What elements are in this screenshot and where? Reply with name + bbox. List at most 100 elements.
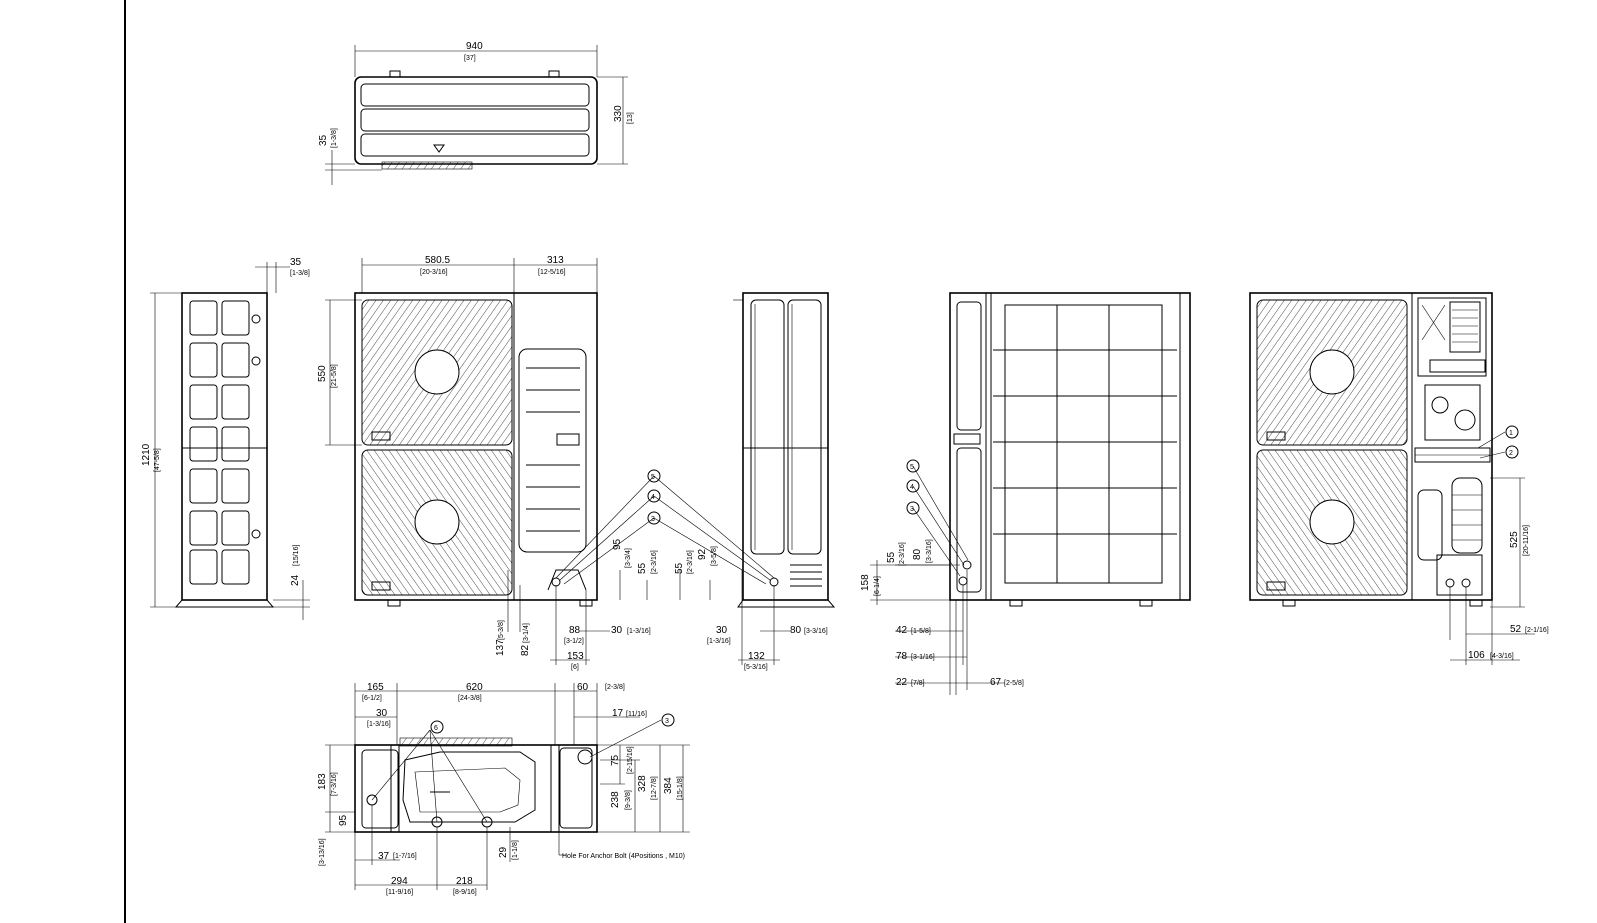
dim-55-rear-in: [2-3/16]: [899, 542, 906, 566]
dim-620-in: [24-3/8]: [458, 695, 482, 702]
dim-330-in: [13]: [627, 112, 634, 124]
dim-78: 78: [896, 651, 908, 662]
dim-218-in: [8-9/16]: [453, 889, 477, 896]
dim-42: 42: [896, 625, 908, 636]
callout-2: 2: [1509, 450, 1513, 457]
callout-leaders-mid: [555, 469, 775, 585]
callout-3-base: 3: [665, 718, 669, 725]
dim-30-mid-in: [1-3/16]: [707, 638, 731, 645]
dim-67: 67: [990, 677, 1002, 688]
top-view: [325, 45, 628, 185]
dim-52-in: [2-1/16]: [1525, 627, 1549, 634]
dim-29: 29: [498, 846, 509, 858]
dim-384-in: [15-1/8]: [677, 776, 684, 800]
dim-550-in: [21-5/8]: [331, 364, 338, 388]
service-view: [1249, 292, 1535, 665]
dim-294: 294: [391, 876, 408, 887]
dim-106: 106: [1468, 650, 1485, 661]
dim-35-side-in: [1-3/8]: [290, 270, 310, 277]
dim-35-side: 35: [290, 257, 302, 268]
dim-55-front-in: [2-3/16]: [651, 550, 658, 574]
dim-95-base-in: [3-13/16]: [319, 838, 326, 866]
rear-view: [870, 292, 1191, 695]
callout-4-rear: 4: [910, 484, 914, 491]
dim-525: 525: [1509, 531, 1520, 548]
dim-95-front-in: [3-3/4]: [625, 548, 632, 568]
dim-80-mid-in: [3-3/16]: [804, 628, 828, 635]
front-view: [325, 258, 648, 665]
dim-80-rear-in: [3-3/16]: [926, 539, 933, 563]
dim-153: 153: [567, 651, 584, 662]
dim-30-base: 30: [376, 708, 388, 719]
dim-95-front: 95: [612, 538, 623, 550]
dim-75: 75: [610, 754, 621, 766]
dim-137-in: [5-3/8]: [498, 620, 505, 640]
dim-384: 384: [663, 777, 674, 794]
dim-330: 330: [613, 105, 624, 122]
dim-55-rear: 55: [886, 551, 897, 563]
base-view: [325, 683, 690, 890]
dim-328-in: [12-7/8]: [651, 776, 658, 800]
dim-92-in: [3-5/8]: [711, 546, 718, 566]
dim-158-in: [6-1/4]: [874, 576, 881, 596]
dim-1210-in: [47-5/8]: [154, 448, 161, 472]
dim-29-in: [1-1/8]: [512, 840, 519, 860]
dim-22: 22: [896, 677, 908, 688]
dim-75-in: [2-15/16]: [627, 746, 634, 774]
dim-24-in: [15/16]: [293, 545, 300, 566]
dim-80-rear: 80: [912, 548, 923, 560]
callout-3-rear: 3: [910, 506, 914, 513]
dim-218: 218: [456, 876, 473, 887]
dim-165-in: [6-1/2]: [362, 695, 382, 702]
dim-37: 37: [378, 851, 390, 862]
dim-95-base: 95: [338, 814, 349, 826]
dim-92: 92: [697, 548, 708, 560]
dim-183-in: [7-3/16]: [331, 772, 338, 796]
anchor-bolt-note: Hole For Anchor Bolt (4Positions , M10): [562, 853, 685, 860]
dim-183: 183: [317, 773, 328, 790]
callout-4-mid: 4: [651, 494, 655, 501]
dim-153-in: [6]: [571, 664, 579, 671]
callout-6: 6: [434, 725, 438, 732]
dim-165: 165: [367, 682, 384, 693]
dim-17-in: [11/16]: [626, 711, 647, 718]
dim-55-mid: 55: [674, 562, 685, 574]
dim-580-5-in: [20-3/16]: [420, 269, 448, 276]
dim-22-in: [7/8]: [911, 680, 925, 687]
dim-158: 158: [860, 574, 871, 591]
dim-132: 132: [748, 651, 765, 662]
dim-35-top-in: [1-3/8]: [331, 128, 338, 148]
dim-137: 137: [495, 639, 506, 656]
dim-42-in: [1-5/8]: [911, 628, 931, 635]
dim-328: 328: [637, 775, 648, 792]
dim-106-in: [4-3/16]: [1490, 653, 1514, 660]
dim-30-front: 30: [611, 625, 623, 636]
dim-30-base-in: [1-3/16]: [367, 721, 391, 728]
dim-620: 620: [466, 682, 483, 693]
mid-side-view: [679, 292, 836, 665]
dim-313: 313: [547, 255, 564, 266]
dim-940: 940: [466, 41, 483, 52]
callout-5-rear: 5: [910, 464, 914, 471]
dim-24: 24: [290, 574, 301, 586]
callout-1: 1: [1509, 430, 1513, 437]
dim-550: 550: [317, 365, 328, 382]
left-side-view: [150, 262, 310, 620]
dim-238: 238: [610, 791, 621, 808]
dim-67-in: [2-5/8]: [1004, 680, 1024, 687]
dim-88-in: [3-1/2]: [564, 638, 584, 645]
callout-3-mid: 3: [651, 516, 655, 523]
dim-1210: 1210: [141, 443, 152, 466]
dim-30-front-in: [1-3/16]: [627, 628, 651, 635]
dim-525-in: [20-11/16]: [1523, 525, 1530, 556]
dim-30-mid: 30: [716, 625, 728, 636]
dim-17: 17: [612, 708, 624, 719]
dim-78-in: [3-1/16]: [911, 654, 935, 661]
dim-238-in: [9-3/8]: [625, 790, 632, 810]
dim-80-mid: 80: [790, 625, 802, 636]
dim-88: 88: [569, 625, 581, 636]
dim-82: 82: [520, 644, 531, 656]
dim-55-front: 55: [637, 562, 648, 574]
dim-37-in: [1-7/16]: [393, 853, 417, 860]
